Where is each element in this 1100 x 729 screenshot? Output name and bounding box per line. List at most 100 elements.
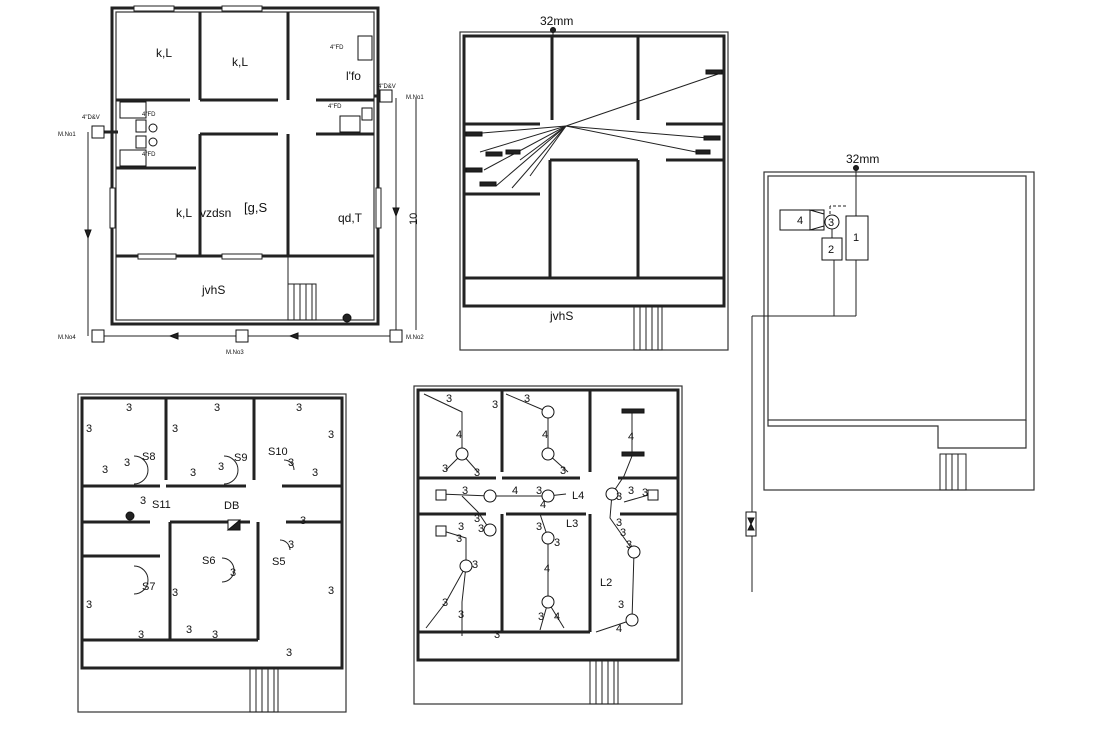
circuit-number: 3 — [618, 599, 624, 611]
room-label-bed1: k,L — [156, 46, 172, 60]
door-swing — [221, 557, 235, 583]
circuit-number: 3 — [458, 609, 464, 621]
room-label-living: [g,S — [244, 200, 267, 215]
plan3-outer-wall — [77, 393, 347, 713]
circuit-number: 3 — [478, 523, 484, 535]
light-point — [541, 531, 555, 545]
plan1-window — [109, 187, 116, 229]
light-point — [541, 405, 555, 419]
room-label-hall: vzdsn — [200, 206, 231, 220]
plan1-drainage: k,L k,L l'fo k,L vzdsn [g,S qd,T jvhS 4"… — [58, 5, 424, 356]
light-point — [625, 613, 639, 627]
switch-icon — [125, 511, 135, 521]
circuit-number: 4 — [616, 623, 622, 635]
plan2-tap — [465, 167, 483, 173]
light-point — [483, 523, 497, 537]
switch-label: S8 — [142, 451, 155, 463]
plan1-wc — [357, 35, 373, 61]
circuit-number: 3 — [474, 467, 480, 479]
tank-outer-boundary — [763, 171, 1035, 491]
circuit-number: 3 — [138, 629, 144, 641]
room-label-bath: l'fo — [346, 69, 361, 83]
plan4-lighting-layout: L4 L3 L2 — [413, 385, 683, 705]
plan1-tag-dv-right: 4"D&V — [378, 84, 396, 90]
plan4-outer-wall — [413, 385, 683, 705]
tank-label-2: 2 — [828, 244, 834, 256]
plan1-window — [137, 253, 177, 260]
plan2-water-supply: 32mm jvhS — [459, 14, 729, 351]
door-swing — [279, 539, 291, 551]
plan1-manhole-1-right — [379, 89, 393, 103]
wiring-line — [439, 493, 567, 497]
switch-label: S9 — [234, 452, 247, 464]
plan1-dimension: 10 — [408, 213, 420, 225]
circuit-number: 3 — [186, 624, 192, 636]
circuit-number: 3 — [312, 467, 318, 479]
tank-pipe-label: 32mm — [846, 152, 879, 166]
plan1-tag-fd: 4"FD — [142, 152, 156, 158]
tank-diagram: 32mm 4 3 2 1 — [745, 152, 1035, 592]
circuit-number: 4 — [544, 563, 550, 575]
plan1-tag-fd: 4"FD — [330, 45, 344, 51]
room-label-veranda: jvhS — [201, 283, 225, 297]
light-point — [459, 559, 473, 573]
plan2-tap — [705, 69, 723, 75]
switch-label: S10 — [268, 446, 288, 458]
door-swing — [223, 455, 239, 485]
light-point — [627, 545, 641, 559]
circuit-number: 3 — [554, 537, 560, 549]
plan2-tap — [695, 149, 711, 155]
manhole-label-1-right: M.No1 — [406, 95, 424, 101]
circuit-number: 3 — [140, 495, 146, 507]
circuit-number: 3 — [214, 402, 220, 414]
plan1-window — [221, 253, 263, 260]
plan2-supply-pipe — [565, 71, 725, 127]
circuit-number: 3 — [620, 527, 626, 539]
light-point — [455, 447, 469, 461]
light-point — [605, 487, 619, 501]
circuit-number: 3 — [456, 533, 462, 545]
circuit-number: 3 — [126, 402, 132, 414]
circuit-number: 4 — [456, 429, 462, 441]
circuit-number: 3 — [538, 611, 544, 623]
tank-label-3: 3 — [828, 217, 834, 229]
circuit-number: 3 — [230, 567, 236, 579]
plan1-gully-icon — [342, 313, 352, 323]
circuit-number: 3 — [474, 513, 480, 525]
circuit-number: 3 — [124, 457, 130, 469]
circuit-number: 3 — [300, 515, 306, 527]
switch-label: S7 — [142, 581, 155, 593]
tank-label-1: 1 — [853, 232, 859, 244]
plan2-pipe-label: 32mm — [540, 14, 573, 28]
circuit-number: 3 — [616, 517, 622, 529]
circuit-number: 3 — [446, 393, 452, 405]
light-point — [541, 447, 555, 461]
plan3-steps — [249, 667, 279, 713]
circuit-number: 3 — [626, 539, 632, 551]
manhole-label-4: M.No4 — [58, 335, 76, 341]
room-label-bed2: k,L — [232, 55, 248, 69]
circuit-number: 3 — [616, 491, 622, 503]
circuit-number: 3 — [492, 399, 498, 411]
circuit-number: 3 — [458, 521, 464, 533]
circuit-number: 3 — [288, 539, 294, 551]
circuit-number: 3 — [86, 599, 92, 611]
junction-box-icon — [435, 525, 447, 537]
manhole-label-2: M.No2 — [406, 335, 424, 341]
circuit-number: 4 — [512, 485, 518, 497]
tube-light-icon — [621, 408, 645, 414]
circuit-number: 4 — [540, 499, 546, 511]
plan2-inner-wall — [462, 34, 726, 308]
plan1-manhole-2 — [389, 329, 403, 343]
plan1-manhole-1-left — [91, 125, 105, 139]
circuit-number: 3 — [86, 423, 92, 435]
plan1-window — [221, 5, 263, 12]
room-label-kitchen: qd,T — [338, 211, 363, 225]
light-point — [541, 489, 555, 503]
circuit-number: 4 — [554, 611, 560, 623]
plan1-tag-fd: 4"FD — [328, 104, 342, 110]
room-label-bed3: k,L — [176, 206, 192, 220]
light-point — [483, 489, 497, 503]
